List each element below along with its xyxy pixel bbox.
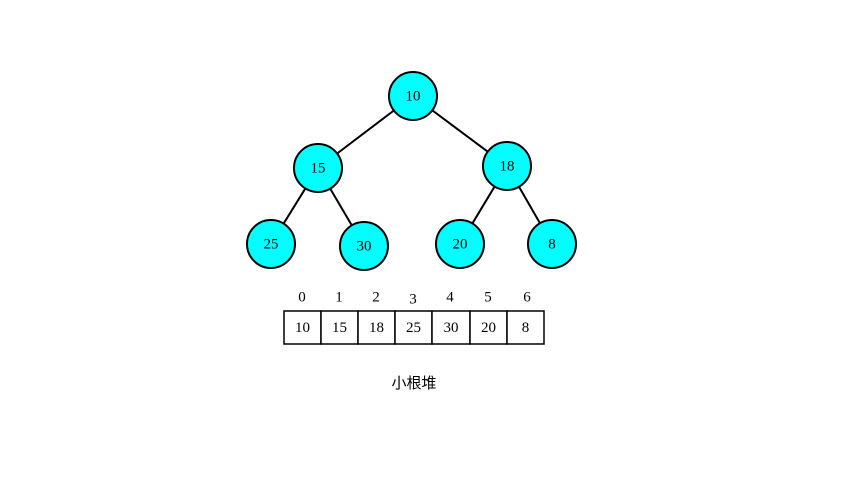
array-index: 2 <box>372 289 380 305</box>
tree-nodes: 10 15 18 25 30 20 8 <box>246 71 577 271</box>
heap-node-value: 15 <box>311 160 326 176</box>
tree-edge <box>431 109 489 153</box>
array-cell-value: 10 <box>295 320 310 336</box>
heap-node-value: 30 <box>357 238 372 254</box>
array-cell-value: 20 <box>481 320 496 336</box>
array-cell-value: 30 <box>444 320 459 336</box>
array-cell-value: 25 <box>406 320 421 336</box>
array-index: 5 <box>484 289 492 305</box>
heap-node-circle <box>293 143 343 193</box>
array-index: 1 <box>335 289 343 305</box>
array-index: 6 <box>523 289 531 305</box>
heap-node: 30 <box>339 221 389 271</box>
heap-node-circle <box>388 71 438 121</box>
tree-edge <box>471 186 496 224</box>
array-cell <box>357 310 396 345</box>
tree-edge <box>329 188 353 226</box>
array-index: 0 <box>298 289 306 305</box>
array-cell-value: 15 <box>332 320 347 336</box>
heap-node-value: 25 <box>264 236 279 252</box>
heap-node: 15 <box>293 143 343 193</box>
heap-node-circle <box>246 219 296 269</box>
array-table: 10 15 18 25 30 20 8 0 1 2 3 4 5 6 <box>283 289 545 345</box>
tree-edge <box>282 187 307 225</box>
tree-edge <box>336 109 395 155</box>
array-index: 4 <box>446 289 454 305</box>
heap-node: 18 <box>482 141 532 191</box>
heap-node: 25 <box>246 219 296 269</box>
heap-node-value: 20 <box>453 236 468 252</box>
tree-edges <box>282 109 541 226</box>
array-cell-value: 8 <box>522 320 530 336</box>
heap-node: 10 <box>388 71 438 121</box>
heap-node: 20 <box>435 219 485 269</box>
array-cell <box>431 310 471 345</box>
diagram-caption: 小根堆 <box>391 374 437 392</box>
array-index: 3 <box>409 291 417 307</box>
heap-node-value: 8 <box>548 236 556 252</box>
heap-node: 8 <box>527 219 577 269</box>
tree-edge <box>518 186 541 224</box>
heap-node-circle <box>435 219 485 269</box>
heap-node-value: 10 <box>406 88 421 104</box>
array-cell-value: 18 <box>369 320 384 336</box>
heap-node-circle <box>482 141 532 191</box>
heap-node-value: 18 <box>500 158 515 174</box>
heap-node-circle <box>527 219 577 269</box>
heap-node-circle <box>339 221 389 271</box>
array-cell <box>506 310 545 345</box>
